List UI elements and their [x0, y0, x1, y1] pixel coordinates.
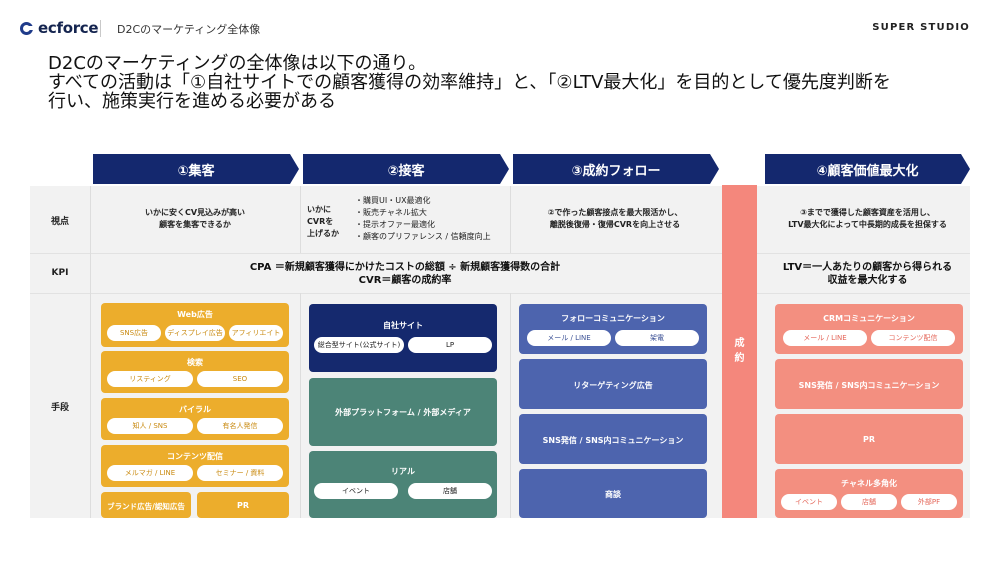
intro-text: D2Cのマーケティングの全体像は以下の通り。 すべての活動は「①自社サイトでの顧…	[48, 54, 968, 111]
box-title: Web広告	[177, 310, 213, 319]
stage-header-reception: ②接客	[303, 154, 509, 184]
box-title: SNS発信 / SNS内コミュニケーション	[798, 381, 940, 390]
logo-ring-icon	[20, 21, 33, 35]
pill-influencer: 有名人発信	[197, 418, 283, 434]
list-item: ・販売チャネル拡大	[355, 208, 427, 217]
row-label-viewpoint: 視点	[50, 217, 69, 227]
box-title: SNS発信 / SNS内コミュニケーション	[542, 436, 684, 445]
means-viral: バイラル 知人 / SNS 有名人発信	[101, 398, 289, 440]
viewpoint-follow: ②で作った顧客接点を最大限活かし、 離脱後復帰・復帰CVRを向上させる	[547, 208, 683, 229]
viewpoint-reception-list: ・購買UI・UX最適化 ・販売チャネル拡大 ・提示オファー最適化 ・顧客のプリフ…	[355, 195, 507, 243]
pill-listing: リスティング	[107, 371, 193, 387]
box-title: 自社サイト	[383, 321, 423, 330]
intro-line: D2Cのマーケティングの全体像は以下の通り。	[48, 53, 427, 74]
logo-text: ecforce	[38, 19, 99, 37]
box-title: ブランド広告/認知広告	[107, 502, 185, 511]
box-title: 商談	[605, 490, 621, 499]
row-label-means: 手段	[50, 403, 69, 413]
viewpoint-acquisition: いかに安くCV見込みが高い 顧客を集客できるか	[144, 208, 246, 229]
list-item: ・提示オファー最適化	[355, 220, 435, 229]
pill-newsletter-line: メルマガ / LINE	[107, 465, 193, 481]
means-pr: PR	[197, 492, 289, 518]
pill-store: 店舗	[408, 483, 492, 499]
pill-external-pf: 外部PF	[901, 494, 957, 510]
list-item: ・顧客のプリファレンス / 信頼度向上	[355, 232, 491, 241]
pill-mail-line: メール / LINE	[527, 330, 611, 346]
box-title: フォローコミュニケーション	[561, 314, 665, 323]
stage-header-customer-value: ④顧客価値最大化	[765, 154, 970, 184]
kpi-left: CPA ＝新規顧客獲得にかけたコストの総額 ÷ 新規顧客獲得数の合計 CVR＝顧…	[95, 261, 715, 287]
ecforce-logo: ecforce	[20, 19, 99, 37]
box-title: 外部プラットフォーム / 外部メディア	[335, 408, 471, 417]
intro-line: すべての活動は「①自社サイトでの顧客獲得の効率維持」と、「②LTV最大化」を目的…	[48, 72, 891, 93]
pill-display-ads: ディスプレイ広告	[165, 325, 225, 341]
column-divider	[90, 186, 91, 518]
box-title: 検索	[187, 358, 203, 367]
means-negotiation: 商談	[519, 469, 707, 518]
box-title: コンテンツ配信	[167, 452, 223, 461]
box-title: PR	[862, 435, 876, 444]
kpi-cvr: CVR＝顧客の成約率	[358, 275, 452, 286]
box-title: バイラル	[179, 405, 211, 414]
row-divider	[30, 293, 970, 294]
means-real: リアル イベント 店舗	[309, 451, 497, 518]
pill-phone: 架電	[615, 330, 699, 346]
viewpoint-reception-lead: いかに CVRを 上げるか	[307, 205, 339, 238]
pill-lp: LP	[408, 337, 492, 353]
means-multichannel: チャネル多角化 イベント 店舗 外部PF	[775, 469, 963, 518]
column-divider	[510, 186, 511, 253]
means-web-ads: Web広告 SNS広告 ディスプレイ広告 アフィリエイト	[101, 303, 289, 347]
means-brand-ads: ブランド広告/認知広告	[101, 492, 191, 518]
column-divider	[300, 186, 301, 253]
list-item: ・購買UI・UX最適化	[355, 196, 431, 205]
slide-header: ecforce D2Cのマーケティング全体像 SUPER STUDIO	[0, 0, 1000, 52]
stage-header-acquisition: ①集客	[93, 154, 299, 184]
pill-mail-line: メール / LINE	[783, 330, 867, 346]
box-title: リターゲティング広告	[573, 381, 653, 390]
kpi-cpa: CPA ＝新規顧客獲得にかけたコストの総額 ÷ 新規顧客獲得数の合計	[249, 262, 561, 273]
row-label-kpi: KPI	[51, 268, 69, 278]
row-divider	[30, 253, 970, 254]
brand-name: SUPER STUDIO	[872, 22, 970, 33]
pill-event: イベント	[781, 494, 837, 510]
pill-store: 店舗	[841, 494, 897, 510]
means-sns-crm: SNS発信 / SNS内コミュニケーション	[775, 359, 963, 409]
box-title: PR	[236, 501, 250, 510]
means-own-site: 自社サイト 総合型サイト(公式サイト) LP	[309, 304, 497, 372]
means-content: コンテンツ配信 メルマガ / LINE セミナー / 資料	[101, 445, 289, 487]
conversion-bar	[722, 185, 757, 518]
pill-affiliate: アフィリエイト	[229, 325, 283, 341]
means-search: 検索 リスティング SEO	[101, 351, 289, 393]
column-divider	[300, 293, 301, 518]
stage-header-follow: ③成約フォロー	[513, 154, 719, 184]
means-pr-crm: PR	[775, 414, 963, 464]
viewpoint-customer-value: ③までで獲得した顧客資産を活用し、 LTV最大化によって中長期的成長を担保する	[788, 208, 947, 229]
header-divider	[100, 20, 101, 37]
pill-seo: SEO	[197, 371, 283, 387]
box-title: CRMコミュニケーション	[823, 314, 915, 323]
intro-line: 行い、施策実行を進める必要がある	[48, 91, 336, 112]
means-sns-follow: SNS発信 / SNS内コミュニケーション	[519, 414, 707, 464]
means-follow-communication: フォローコミュニケーション メール / LINE 架電	[519, 304, 707, 354]
means-crm: CRMコミュニケーション メール / LINE コンテンツ配信	[775, 304, 963, 354]
column-divider	[510, 293, 511, 518]
means-external-platform: 外部プラットフォーム / 外部メディア	[309, 378, 497, 446]
pill-event: イベント	[314, 483, 398, 499]
slide-title: D2Cのマーケティング全体像	[117, 23, 261, 36]
box-title: チャネル多角化	[841, 479, 897, 488]
conversion-label: 成 約	[734, 338, 745, 364]
box-title: リアル	[391, 467, 415, 476]
kpi-right: LTV＝一人あたりの顧客から得られる 収益を最大化する	[765, 261, 970, 287]
pill-friends-sns: 知人 / SNS	[107, 418, 193, 434]
pill-seminar-docs: セミナー / 資料	[197, 465, 283, 481]
pill-sns-ads: SNS広告	[107, 325, 161, 341]
kpi-ltv-sub: 収益を最大化する	[827, 275, 908, 286]
pill-official-site: 総合型サイト(公式サイト)	[314, 337, 404, 353]
means-retargeting: リターゲティング広告	[519, 359, 707, 409]
kpi-ltv: LTV＝一人あたりの顧客から得られる	[782, 262, 953, 273]
pill-content-delivery: コンテンツ配信	[871, 330, 955, 346]
